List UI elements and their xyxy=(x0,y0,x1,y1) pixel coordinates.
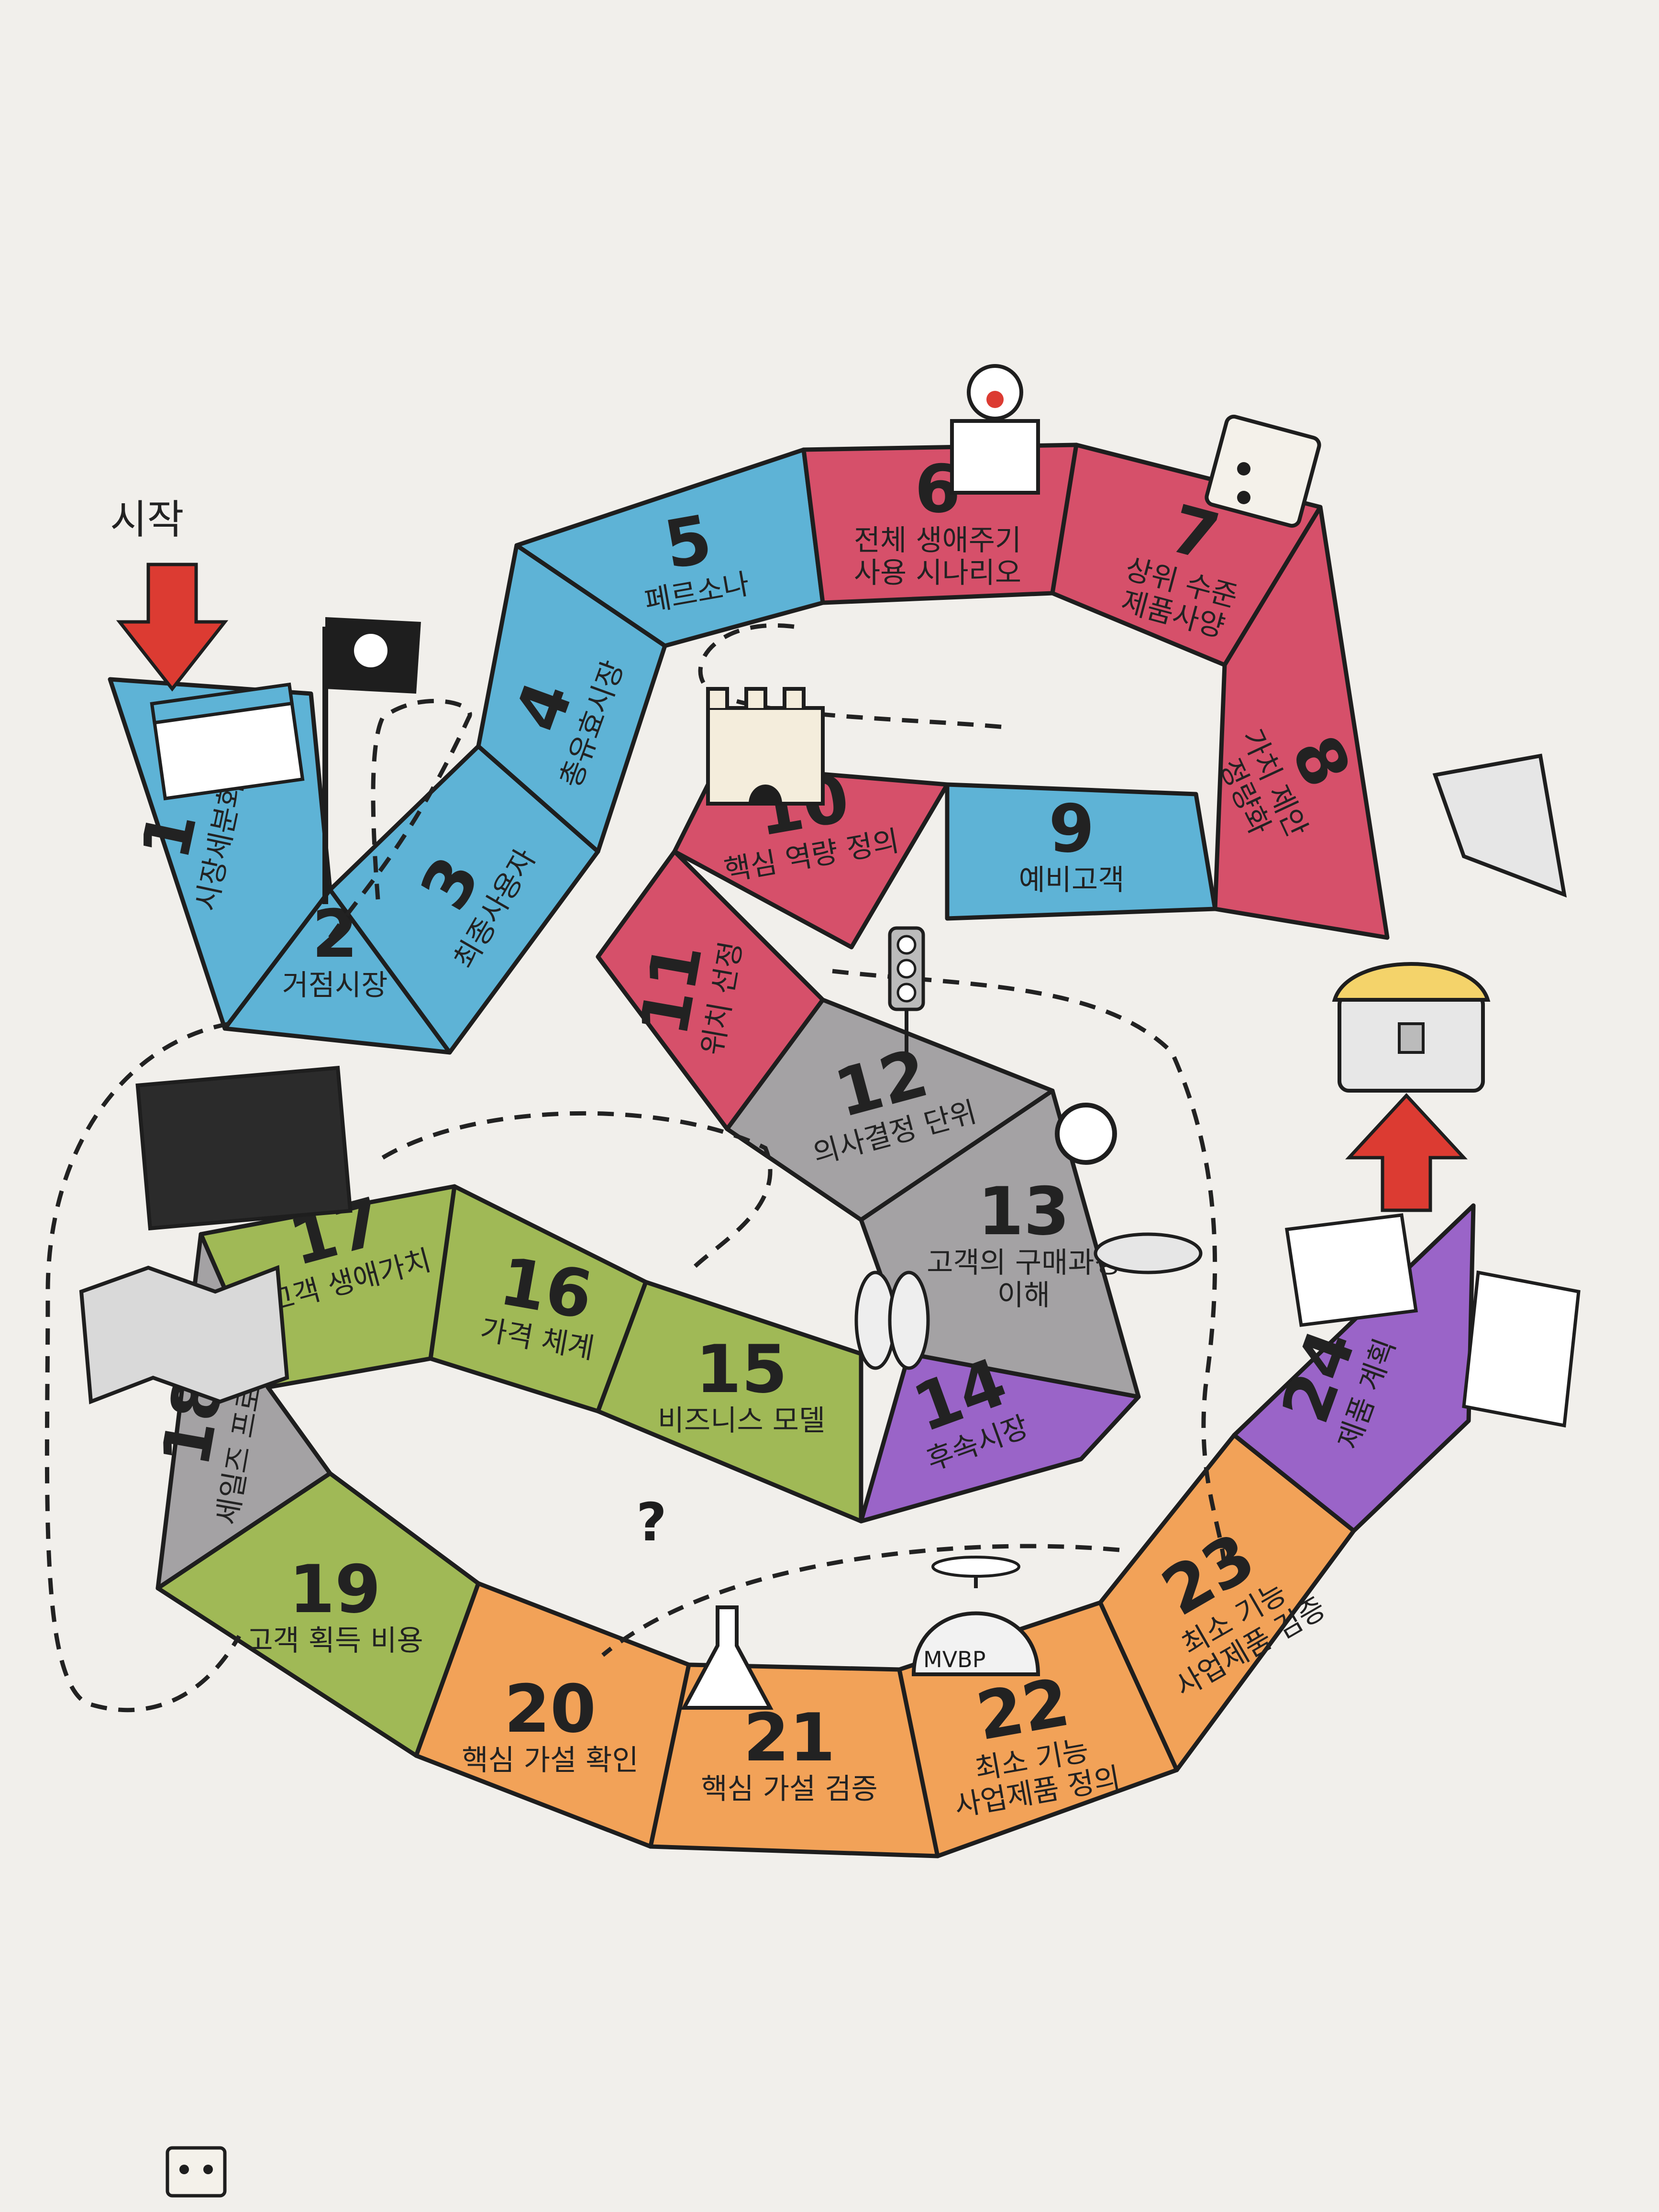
pirate-flag-icon xyxy=(322,617,421,904)
flask-icon xyxy=(681,1605,774,1710)
cell-label: 핵심 가설 검증 xyxy=(701,1772,877,1806)
bowling-pins-icon xyxy=(854,1271,930,1370)
cell-number: 16 xyxy=(494,1243,598,1335)
dashed-route-left-loop xyxy=(44,1021,241,1713)
start-arrow-icon xyxy=(116,563,229,692)
castle-icon xyxy=(706,687,825,806)
cell-number: 22 xyxy=(971,1664,1075,1756)
goal-marker xyxy=(1332,962,1491,1212)
cell-number: 19 xyxy=(289,1551,381,1628)
cell-number: 13 xyxy=(978,1173,1070,1250)
start-label: 시작 xyxy=(110,496,184,543)
cell-label: 비즈니스 모델 xyxy=(658,1404,825,1438)
cell-number: 11 xyxy=(626,938,718,1041)
blackboard-icon xyxy=(135,1065,353,1231)
igloo-icon: MVBP xyxy=(911,1556,1040,1676)
cell-number: 15 xyxy=(696,1331,787,1408)
cell-number: 20 xyxy=(504,1670,596,1747)
jack-in-the-box-icon xyxy=(950,364,1040,495)
illustrations: MVBP ? xyxy=(79,364,1581,2198)
cell-label: 고객 획득 비용 xyxy=(246,1624,423,1658)
igloo-label: MVBP xyxy=(923,1647,985,1672)
map-icon xyxy=(79,1265,289,1405)
goal-arrow-icon xyxy=(1345,1093,1468,1212)
treasure-chest-icon xyxy=(1332,962,1491,1093)
calendar-icon xyxy=(150,682,305,801)
cell-label: 거점시장 xyxy=(282,969,388,1002)
dashed-route-2-3 xyxy=(328,698,472,939)
start-marker: 시작 xyxy=(110,496,229,692)
megaphone-icon xyxy=(1432,753,1567,898)
document-icon xyxy=(1285,1213,1581,1428)
board-cell-8: 8가치 제안정량화 xyxy=(1213,505,1390,940)
cell-label: 예비고객 xyxy=(1019,863,1125,897)
cell-number: 9 xyxy=(1049,790,1095,867)
magnifier-icon xyxy=(1055,1103,1203,1274)
cell-label: 핵심 가설 확인 xyxy=(462,1744,638,1777)
svg-text:?: ? xyxy=(636,1492,667,1553)
dashed-routes xyxy=(44,623,1227,1713)
dashed-route-11-12 xyxy=(832,969,1227,1574)
traffic-light-icon xyxy=(888,926,925,1052)
question-mark-icon: ? xyxy=(636,1492,667,1553)
cell-number: 21 xyxy=(743,1699,835,1776)
cell-shape xyxy=(859,1351,1141,1524)
robot-icon xyxy=(1205,414,1321,528)
dashed-route-16-15 xyxy=(381,1111,773,1270)
small-robot-icon xyxy=(166,2146,227,2198)
